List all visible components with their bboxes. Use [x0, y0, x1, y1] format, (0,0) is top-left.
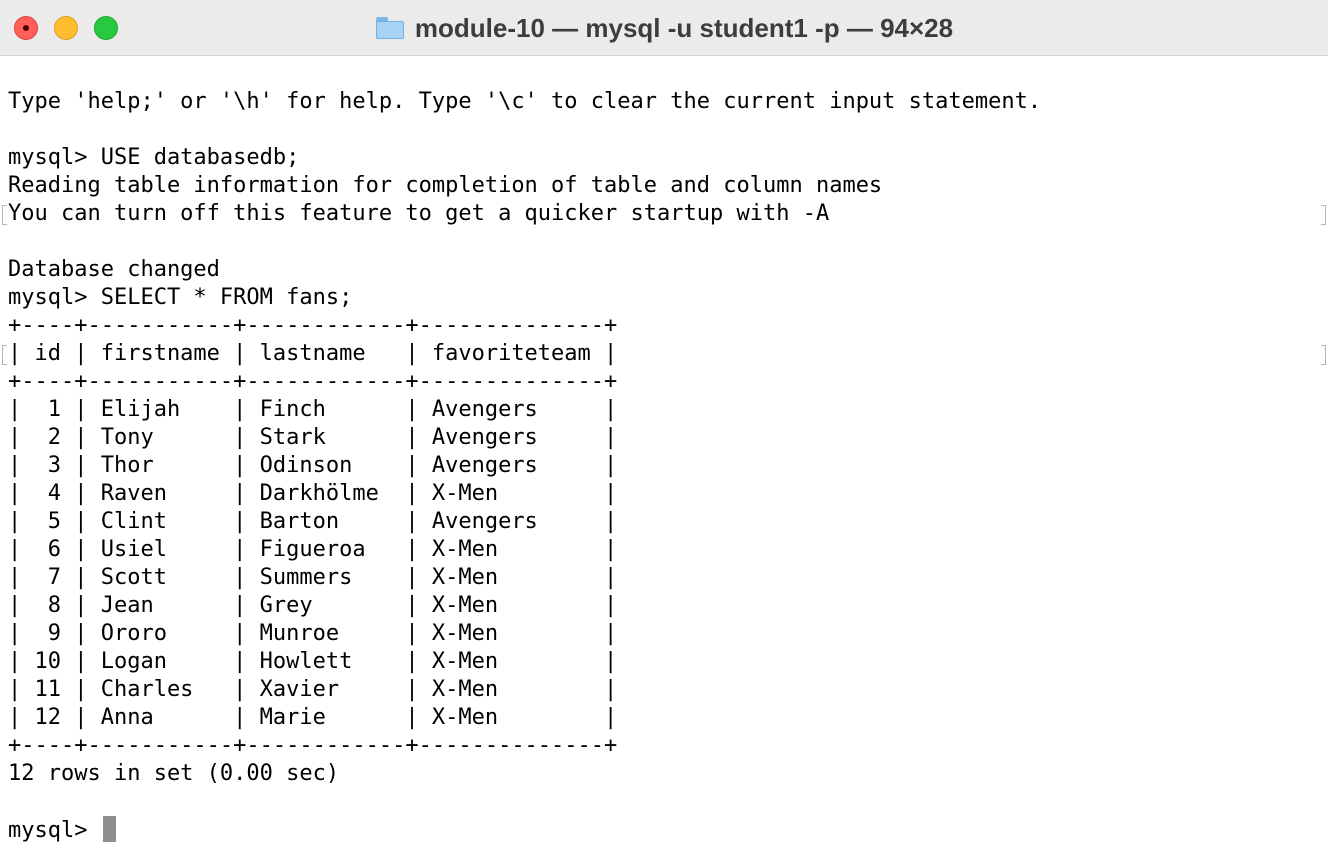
mysql-prompt: mysql> — [8, 818, 101, 843]
table-row: | 12 | Anna | Marie | X-Men | — [8, 705, 618, 730]
table-row: | 6 | Usiel | Figueroa | X-Men | — [8, 537, 618, 562]
output-line: Reading table information for completion… — [8, 173, 883, 198]
table-row: | 9 | Ororo | Munroe | X-Men | — [8, 621, 618, 646]
line-marker-left — [2, 205, 7, 225]
terminal-output[interactable]: Type 'help;' or '\h' for help. Type '\c'… — [8, 88, 1328, 844]
output-line: Database changed — [8, 257, 220, 282]
table-row: | 10 | Logan | Howlett | X-Men | — [8, 649, 618, 674]
output-line: mysql> USE databasedb; — [8, 145, 300, 170]
folder-icon-body — [375, 21, 404, 39]
output-line — [8, 116, 1328, 144]
folder-icon-tab — [375, 17, 388, 23]
table-row: | 2 | Tony | Stark | Avengers | — [8, 425, 618, 450]
text-cursor — [102, 816, 116, 842]
close-button[interactable] — [14, 16, 38, 40]
table-border: +----+-----------+------------+---------… — [8, 369, 618, 394]
table-row: | 7 | Scott | Summers | X-Men | — [8, 565, 618, 590]
line-marker-right — [1321, 345, 1326, 365]
output-line — [8, 788, 1328, 816]
table-row: | 11 | Charles | Xavier | X-Men | — [8, 677, 618, 702]
output-line — [8, 228, 1328, 256]
table-row: | 8 | Jean | Grey | X-Men | — [8, 593, 618, 618]
minimize-button[interactable] — [54, 16, 78, 40]
close-icon — [23, 25, 29, 31]
table-header: | id | firstname | lastname | favoritete… — [8, 341, 618, 366]
zoom-button[interactable] — [94, 16, 118, 40]
table-border: +----+-----------+------------+---------… — [8, 733, 618, 758]
output-line: mysql> SELECT * FROM fans; — [8, 285, 353, 310]
title-bar[interactable]: module-10 — mysql -u student1 -p — 94×28 — [0, 0, 1328, 56]
line-marker-left — [2, 345, 7, 365]
table-row: | 1 | Elijah | Finch | Avengers | — [8, 397, 618, 422]
line-marker-right — [1321, 205, 1326, 225]
prompt-line[interactable]: mysql> — [8, 816, 1328, 844]
output-line: Type 'help;' or '\h' for help. Type '\c'… — [8, 89, 1042, 114]
result-summary: 12 rows in set (0.00 sec) — [8, 761, 340, 786]
table-border: +----+-----------+------------+---------… — [8, 313, 618, 338]
table-row: | 4 | Raven | Darkhölme | X-Men | — [8, 481, 618, 506]
window-title: module-10 — mysql -u student1 -p — 94×28 — [414, 12, 954, 43]
title-container: module-10 — mysql -u student1 -p — 94×28 — [0, 0, 1328, 56]
table-row: | 3 | Thor | Odinson | Avengers | — [8, 453, 618, 478]
folder-icon — [375, 16, 405, 40]
output-line: You can turn off this feature to get a q… — [8, 201, 830, 226]
table-row: | 5 | Clint | Barton | Avengers | — [8, 509, 618, 534]
